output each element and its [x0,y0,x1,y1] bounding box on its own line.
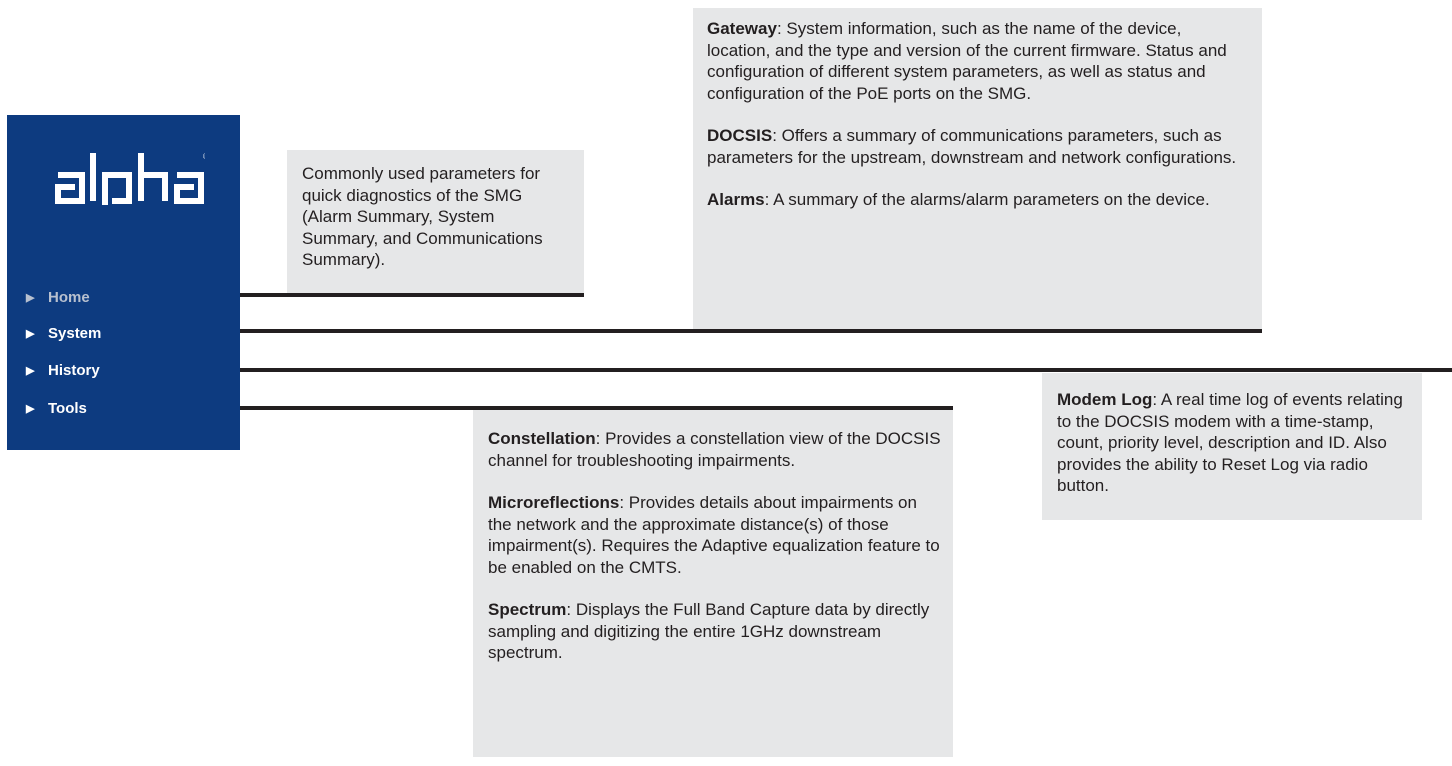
callout-system: Gateway: System information, such as the… [693,8,1262,330]
desc-constellation: : Provides a constellation view of the D… [488,429,941,470]
callout-history-modem-log: Modem Log: A real time log of events rel… [1057,389,1410,497]
nav-item-label: Home [48,288,90,306]
term-alarms: Alarms [707,190,765,209]
triangle-right-icon: ▶ [26,291,35,304]
connector-history [240,368,1452,372]
triangle-right-icon: ▶ [26,364,35,377]
callout-history: Modem Log: A real time log of events rel… [1042,373,1422,520]
desc-microreflections: : Provides details about impairments on … [488,493,940,577]
nav-item-system[interactable]: ▶ System [26,323,101,343]
callout-tools-spectrum: Spectrum: Displays the Full Band Capture… [488,599,943,664]
nav-item-tools[interactable]: ▶ Tools [26,398,87,418]
callout-system-alarms: Alarms: A summary of the alarms/alarm pa… [707,189,1248,211]
desc-alarms: : A summary of the alarms/alarm paramete… [764,190,1210,209]
term-gateway: Gateway [707,19,777,38]
nav-item-label: System [48,324,102,342]
callout-home: Commonly used parameters for quick diagn… [287,150,584,294]
callout-system-gateway: Gateway: System information, such as the… [707,18,1248,104]
connector-home [240,293,584,297]
desc-docsis: : Offers a summary of communications par… [707,126,1237,167]
connector-tools [240,406,953,410]
nav-item-label: History [48,361,100,379]
callout-system-docsis: DOCSIS: Offers a summary of communicatio… [707,125,1248,168]
callout-tools: Constellation: Provides a constellation … [473,410,953,757]
term-docsis: DOCSIS [707,126,773,145]
callout-tools-constellation: Constellation: Provides a constellation … [488,428,943,471]
desc-spectrum: : Displays the Full Band Capture data by… [488,600,930,662]
alpha-logo: ® [55,152,205,205]
term-spectrum: Spectrum [488,600,567,619]
connector-system [240,329,1262,333]
registered-mark: ® [203,152,205,161]
term-modem-log: Modem Log [1057,390,1153,409]
sidebar: ® ▶ Home ▶ System ▶ History ▶ Tools [7,115,240,450]
callout-home-text: Commonly used parameters for quick diagn… [302,164,543,269]
callout-tools-microreflections: Microreflections: Provides details about… [488,492,943,578]
desc-modem-log: : A real time log of events relating to … [1057,390,1403,495]
term-constellation: Constellation [488,429,596,448]
term-microreflections: Microreflections [488,493,620,512]
nav-item-home[interactable]: ▶ Home [26,287,90,307]
desc-gateway: : System information, such as the name o… [707,19,1227,103]
nav-item-label: Tools [48,399,87,417]
nav-item-history[interactable]: ▶ History [26,360,100,380]
triangle-right-icon: ▶ [26,327,35,340]
triangle-right-icon: ▶ [26,402,35,415]
